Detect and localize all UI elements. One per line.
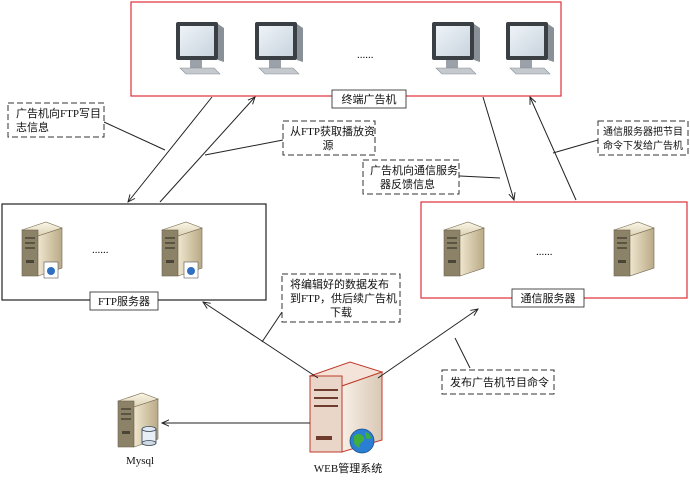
note-line: 通信服务器把节目 bbox=[603, 125, 683, 138]
svg-text:器反馈信息: 器反馈信息 bbox=[380, 177, 435, 191]
web-server-label: WEB管理系统 bbox=[314, 461, 382, 475]
annotations: 广告机向FTP写目 志信息 从FTP获取播放资 源 广告机向通信服务 器反馈信息… bbox=[7, 102, 689, 395]
web-server-icon bbox=[308, 361, 384, 453]
arrow-web-to-comm bbox=[377, 309, 478, 379]
terminal-label: 终端广告机 bbox=[342, 92, 397, 106]
globe-icon bbox=[349, 428, 375, 454]
note-ad-write-log: 广告机向FTP写目 志信息 bbox=[7, 102, 105, 138]
note-comm-dispatch: 通信服务器把节目 命令下发给广告机 bbox=[597, 120, 689, 156]
arrow-web-to-ftp bbox=[203, 302, 319, 379]
terminal-monitor-icon bbox=[175, 21, 225, 75]
svg-text:将编辑好的数据发布: 将编辑好的数据发布 bbox=[290, 277, 389, 291]
leader-publish-data bbox=[261, 311, 283, 343]
svg-text:到FTP，供后续广告机: 到FTP，供后续广告机 bbox=[290, 291, 397, 305]
mysql-label: Mysql bbox=[126, 455, 154, 467]
connectors bbox=[103, 96, 599, 423]
note-line: 从FTP获取播放资 bbox=[290, 124, 375, 138]
terminal-label-box bbox=[331, 89, 407, 109]
comm-label: 通信服务器 bbox=[521, 292, 576, 305]
terminal-group: ...... 终端广告机 bbox=[130, 1, 562, 109]
terminal-ellipsis: ...... bbox=[357, 49, 374, 61]
ftp-group: ...... FTP服务器 bbox=[1, 203, 267, 311]
note-line: 广告机向FTP写目 bbox=[16, 106, 101, 120]
svg-text:志信息: 志信息 bbox=[16, 120, 49, 134]
note-fetch-resource: 从FTP获取播放资 源 bbox=[282, 120, 376, 156]
arrow-comm-to-terminal bbox=[530, 97, 577, 201]
ftp-label-box bbox=[89, 291, 159, 311]
svg-text:发布广告机节目命令: 发布广告机节目命令 bbox=[450, 375, 549, 389]
arrow-terminal-to-comm bbox=[482, 96, 514, 200]
note-ad-feedback: 广告机向通信服务 器反馈信息 bbox=[362, 159, 460, 195]
note-line: 到FTP，供后续广告机 bbox=[290, 291, 397, 305]
note-line: 器反馈信息 bbox=[380, 177, 435, 191]
note-publish-command: 发布广告机节目命令 bbox=[441, 369, 555, 395]
note-line: 下载 bbox=[330, 306, 352, 319]
svg-text:通信服务器把节目: 通信服务器把节目 bbox=[603, 125, 683, 138]
comm-group: ...... 通信服务器 bbox=[420, 201, 688, 308]
svg-text:广告机向通信服务: 广告机向通信服务 bbox=[370, 163, 458, 177]
terminal-monitor-icon bbox=[505, 21, 555, 75]
note-line: 发布广告机节目命令 bbox=[450, 375, 549, 389]
web-server: WEB管理系统 bbox=[308, 361, 384, 475]
mysql-server: Mysql bbox=[117, 392, 159, 467]
ftp-ellipsis: ...... bbox=[92, 244, 109, 256]
comm-ellipsis: ...... bbox=[536, 246, 553, 258]
terminal-monitor-icon bbox=[254, 21, 304, 75]
note-line: 命令下发给广告机 bbox=[603, 139, 683, 152]
arrow-terminal-to-ftp bbox=[128, 96, 213, 202]
svg-text:源: 源 bbox=[323, 138, 334, 152]
svg-text:下载: 下载 bbox=[330, 306, 352, 319]
database-icon bbox=[141, 426, 157, 446]
leader-comm-dispatch bbox=[552, 139, 599, 154]
note-line: 源 bbox=[323, 138, 334, 152]
ftp-label: FTP服务器 bbox=[98, 295, 150, 308]
ftp-globe-icon bbox=[47, 267, 55, 275]
note-line: 志信息 bbox=[16, 120, 49, 134]
comm-label-box bbox=[511, 288, 585, 308]
arrow-ftp-to-terminal bbox=[159, 97, 255, 203]
leader-ad-write-log bbox=[103, 121, 166, 151]
note-line: 将编辑好的数据发布 bbox=[290, 277, 389, 291]
leader-publish-command bbox=[454, 337, 471, 369]
svg-text:从FTP获取播放资: 从FTP获取播放资 bbox=[290, 124, 375, 138]
ftp-globe-icon bbox=[187, 267, 195, 275]
svg-text:广告机向FTP写目: 广告机向FTP写目 bbox=[16, 106, 101, 120]
leader-fetch-resource bbox=[204, 139, 284, 156]
comm-server-icon bbox=[443, 221, 485, 277]
note-line: 广告机向通信服务 bbox=[370, 163, 458, 177]
note-publish-data: 将编辑好的数据发布 到FTP，供后续广告机 下载 bbox=[281, 273, 401, 323]
terminal-monitor-icon bbox=[431, 21, 481, 75]
comm-server-icon bbox=[613, 221, 655, 277]
svg-text:命令下发给广告机: 命令下发给广告机 bbox=[603, 139, 683, 152]
